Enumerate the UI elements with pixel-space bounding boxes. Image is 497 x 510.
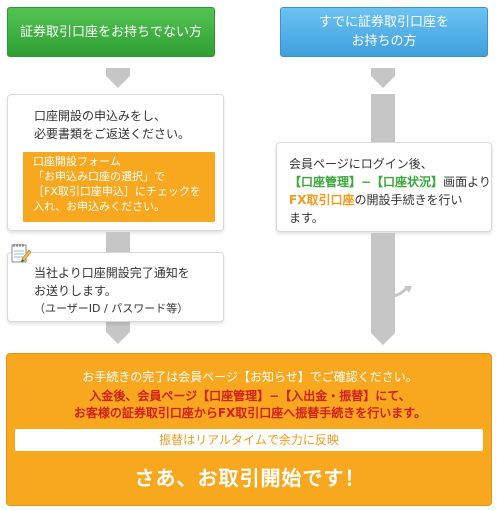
right-step-1-box: 会員ページにログイン後、 【口座管理】−【口座状況】画面より FX取引口座の開設… <box>276 142 492 232</box>
left-step-2-line-2: お送りします。 <box>34 284 117 298</box>
right-step-1-line-1: 会員ページにログイン後、 <box>289 157 433 171</box>
left-step-2-sub: （ユーザーID / パスワード等） <box>34 302 189 315</box>
left-step-2-text: 当社より口座開設完了通知を お送りします。 （ユーザーID / パスワード等） <box>34 264 222 318</box>
start-trading-text: さあ、お取引開始です！ <box>134 466 366 490</box>
left-arrow-1-shaft <box>106 68 130 76</box>
left-step-1-text: 口座開設の申込みをし、 必要書類をご返送ください。 <box>34 107 222 143</box>
pointer-arrow-icon <box>392 286 412 298</box>
left-step-2-line-1: 当社より口座開設完了通知を <box>34 266 190 280</box>
left-step-2-box: 当社より口座開設完了通知を お送りします。 （ユーザーID / パスワード等） <box>7 252 224 322</box>
final-confirm-text: お手続きの完了は会員ページ【お知らせ】でご確認ください。 <box>82 370 418 384</box>
header-has-account-text: すでに証券取引口座を お持ちの方 <box>319 13 449 51</box>
left-step-1-line-2: 必要書類をご返送ください。 <box>34 127 191 141</box>
header-has-account-line-2: お持ちの方 <box>351 34 417 49</box>
account-management-link-text: 【口座管理】−【口座状況】 <box>289 175 444 189</box>
left-step-1-box: 口座開設の申込みをし、 必要書類をご返送ください。 口座開設フォーム 「お申込み… <box>7 94 224 231</box>
fx-account-text: FX取引口座 <box>289 193 355 207</box>
left-arrow-2-shaft <box>106 232 130 252</box>
right-step-1-line-2: 【口座管理】−【口座状況】画面より <box>289 173 491 191</box>
final-red-line-2: お客様の証券取引口座からFX取引口座へ振替手続きを行います。 <box>73 406 427 420</box>
right-step-1-line-3-rest: の開設手続きを行い <box>354 193 463 207</box>
right-step-1-line-4: ます。 <box>289 211 324 225</box>
header-has-account: すでに証券取引口座を お持ちの方 <box>280 7 488 57</box>
header-no-account-text: 証券取引口座をお持ちでない方 <box>19 24 202 40</box>
right-step-1-line-3: FX取引口座の開設手続きを行い <box>289 191 491 209</box>
note-line-4: 入れ、お申込みください。 <box>33 200 166 213</box>
right-arrow-1-shaft <box>371 68 395 76</box>
final-transfer-instructions: 入金後、会員ページ【口座管理】−【入出金・振替】にて、 お客様の証券取引口座から… <box>7 388 493 422</box>
left-arrow-3-shaft <box>106 322 130 332</box>
final-red-line-1: 入金後、会員ページ【口座管理】−【入出金・振替】にて、 <box>89 389 411 403</box>
right-long-arrow-shaft <box>371 94 395 142</box>
right-arrow-2-head <box>371 333 395 345</box>
left-arrow-3-head <box>106 332 130 344</box>
note-line-2: 「お申込み口座の選択」で <box>33 170 165 183</box>
final-step-box: お手続きの完了は会員ページ【お知らせ】でご確認ください。 入金後、会員ページ【口… <box>6 353 492 506</box>
realtime-transfer-bar: 振替はリアルタイムで余力に反映 <box>15 429 483 451</box>
right-step-1-line-2-rest: 画面より <box>443 175 491 189</box>
notepad-pencil-icon <box>11 244 32 263</box>
header-has-account-line-1: すでに証券取引口座を <box>318 15 450 30</box>
left-arrow-1-head <box>106 76 130 88</box>
note-line-1: 口座開設フォーム <box>33 155 121 168</box>
left-step-1-line-1: 口座開設の申込みをし、 <box>34 109 167 123</box>
note-line-3: ［FX取引口座申込］にチェックを <box>33 185 201 198</box>
application-form-note: 口座開設フォーム 「お申込み口座の選択」で ［FX取引口座申込］にチェックを 入… <box>23 152 215 222</box>
right-step-1-text: 会員ページにログイン後、 【口座管理】−【口座状況】画面より FX取引口座の開設… <box>289 155 491 227</box>
right-arrow-2-shaft <box>371 233 395 333</box>
right-arrow-1-head <box>371 76 395 88</box>
header-no-account: 証券取引口座をお持ちでない方 <box>7 7 215 57</box>
